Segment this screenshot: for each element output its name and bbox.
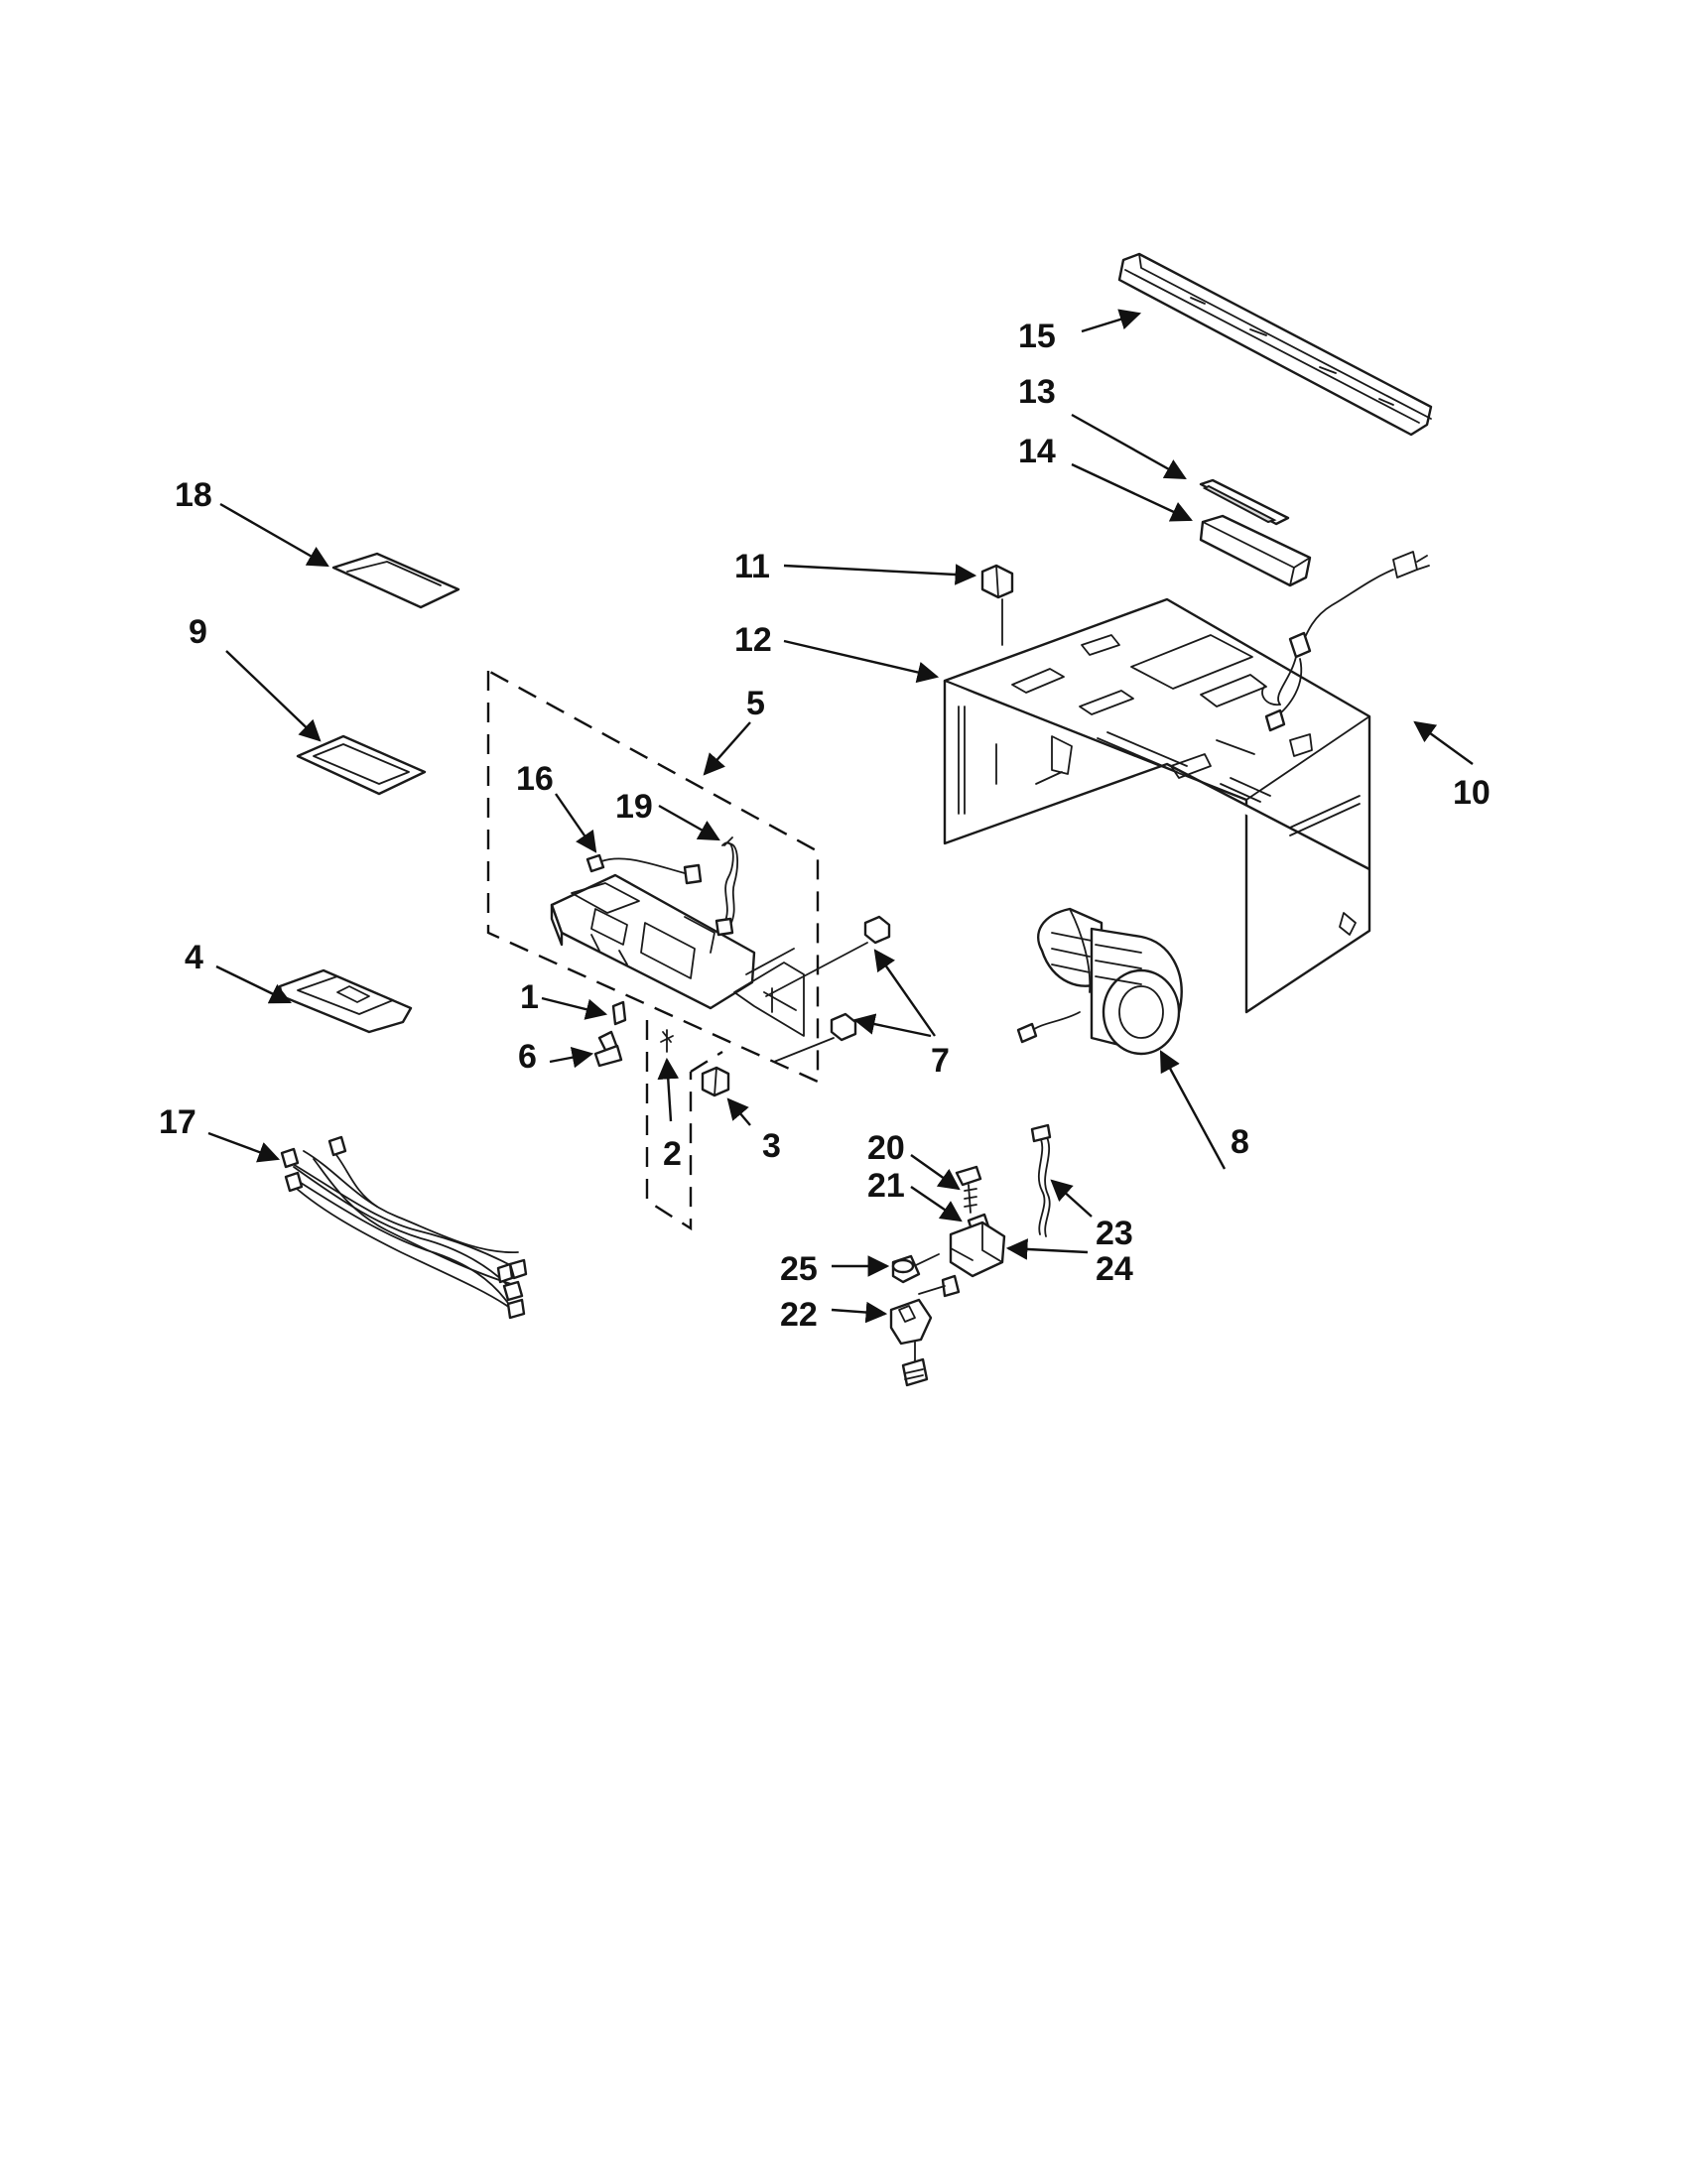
part-22-switch-housing — [889, 1298, 933, 1346]
part-12-housing — [943, 597, 1371, 1014]
callout-4: 4 — [185, 939, 203, 976]
part-5-control-bracket — [550, 873, 805, 1037]
part-bottom-screw — [901, 1341, 929, 1387]
part-screw-horizontal — [918, 1274, 961, 1298]
callout-13: 13 — [1018, 373, 1056, 411]
part-9-filter — [296, 734, 427, 796]
part-6-switch — [593, 1030, 623, 1068]
callout-8: 8 — [1231, 1123, 1249, 1161]
part-1-small-part — [611, 1000, 627, 1026]
callout-1: 1 — [520, 978, 539, 1016]
part-14-tray — [1199, 514, 1312, 587]
part-23-wire — [1030, 1123, 1052, 1237]
callout-7: 7 — [931, 1042, 950, 1080]
part-11-bracket — [980, 564, 1014, 646]
callout-9: 9 — [189, 613, 207, 651]
part-25-knob — [891, 1254, 921, 1284]
callout-labels: 15 13 14 11 12 10 18 9 5 16 19 4 1 6 7 2… — [159, 318, 1491, 1334]
callout-17: 17 — [159, 1103, 196, 1141]
part-19-wire — [714, 836, 738, 937]
callout-19: 19 — [615, 788, 653, 826]
part-17-wire-harness — [280, 1135, 528, 1320]
callout-2: 2 — [663, 1135, 682, 1173]
part-5-assembly-outline — [486, 668, 820, 1231]
part-2-screw — [660, 1029, 674, 1053]
part-15-top-rail — [1117, 252, 1433, 437]
callout-21: 21 — [867, 1167, 905, 1205]
callout-14: 14 — [1018, 433, 1056, 470]
leader-lines — [207, 309, 1474, 1324]
callout-20: 20 — [867, 1129, 905, 1167]
callout-16: 16 — [516, 760, 554, 798]
part-13-panel — [1199, 478, 1290, 526]
callout-11: 11 — [734, 548, 770, 585]
callout-6: 6 — [518, 1038, 537, 1076]
callout-22: 22 — [780, 1296, 818, 1334]
callout-23: 23 — [1096, 1215, 1133, 1252]
callout-18: 18 — [175, 476, 212, 514]
callout-12: 12 — [734, 621, 772, 659]
part-16-wire — [585, 853, 703, 885]
part-10-power-cord — [1261, 551, 1430, 732]
part-4-light-lens — [278, 968, 413, 1034]
part-18-literature — [331, 552, 460, 609]
callout-10: 10 — [1453, 774, 1491, 812]
callout-24: 24 — [1096, 1250, 1133, 1288]
part-8-blower-motor — [1016, 907, 1183, 1056]
part-20-screw — [955, 1165, 982, 1214]
part-3-block — [701, 1066, 730, 1097]
callout-3: 3 — [762, 1127, 781, 1165]
callout-25: 25 — [780, 1250, 818, 1288]
callout-5: 5 — [746, 685, 765, 722]
part-7-clips — [765, 915, 891, 1063]
callout-15: 15 — [1018, 318, 1056, 355]
